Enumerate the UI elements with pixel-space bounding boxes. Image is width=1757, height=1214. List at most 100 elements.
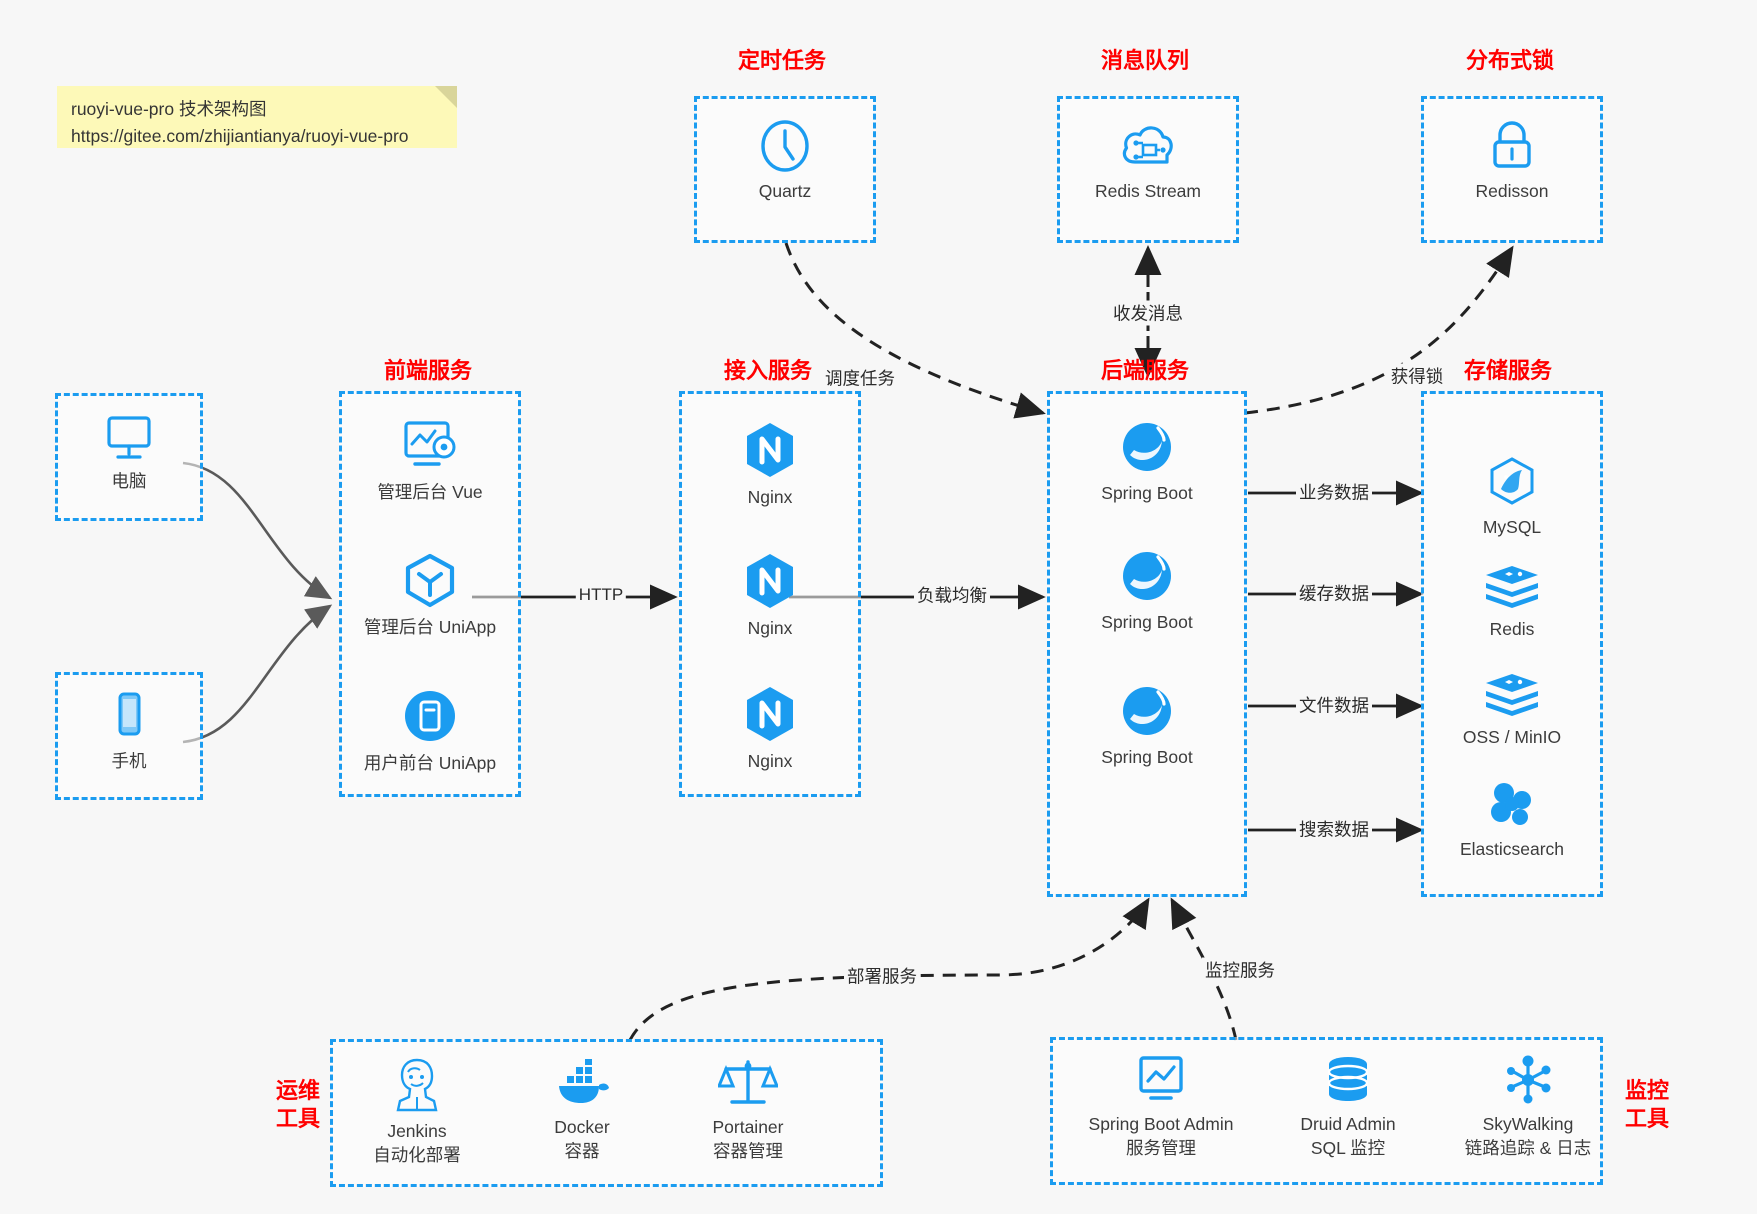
node-mobile[interactable]: 手机 — [54, 688, 204, 774]
edge-label-cache-data: 缓存数据 — [1296, 580, 1372, 606]
node-sublabel: 容器 — [564, 1140, 600, 1161]
node-label: Nginx — [747, 751, 793, 771]
node-label: SkyWalking — [1482, 1114, 1574, 1134]
spring-icon — [1123, 423, 1171, 471]
node-label: Elasticsearch — [1459, 839, 1565, 859]
node-spring-boot-3[interactable]: Spring Boot — [1072, 682, 1222, 770]
node-jenkins[interactable]: Jenkins 自动化部署 — [342, 1054, 492, 1167]
node-label: MySQL — [1482, 517, 1542, 537]
nginx-icon — [747, 554, 793, 608]
node-portainer[interactable]: Portainer 容器管理 — [673, 1056, 823, 1163]
jenkins-icon — [396, 1058, 438, 1112]
node-nginx-1[interactable]: Nginx — [695, 420, 845, 510]
edge-label-deploy: 部署服务 — [844, 963, 920, 989]
node-sublabel: 自动化部署 — [373, 1144, 461, 1165]
node-label: Redis — [1489, 619, 1535, 639]
node-label: OSS / MinIO — [1462, 727, 1562, 747]
docker-icon — [559, 1059, 609, 1103]
desktop-icon — [107, 416, 151, 459]
node-redis[interactable]: Redis — [1437, 562, 1587, 642]
group-title-devops-line1: 运维 — [275, 1078, 320, 1103]
node-docker[interactable]: Docker 容器 — [507, 1058, 657, 1163]
node-redis-stream[interactable]: Redis Stream — [1073, 118, 1223, 204]
group-title-scheduler: 定时任务 — [737, 48, 826, 73]
node-label: Nginx — [747, 487, 793, 507]
edge-label-get-lock: 获得锁 — [1387, 363, 1447, 389]
node-label: 手机 — [111, 751, 147, 771]
cloud-stream-icon — [1122, 126, 1173, 164]
node-label: Spring Boot Admin — [1088, 1114, 1234, 1134]
lock-icon — [1493, 121, 1531, 168]
node-label: Nginx — [747, 618, 793, 638]
node-label: Docker — [554, 1117, 610, 1137]
oss-icon — [1486, 674, 1538, 716]
node-skywalking[interactable]: SkyWalking 链路追踪 & 日志 — [1443, 1053, 1613, 1160]
group-box-devops — [330, 1039, 883, 1187]
node-spring-boot-2[interactable]: Spring Boot — [1072, 547, 1222, 635]
node-label: Spring Boot — [1101, 612, 1193, 632]
node-quartz[interactable]: Quartz — [710, 118, 860, 204]
edge-label-search-data: 搜索数据 — [1296, 816, 1372, 842]
group-box-lock — [1421, 96, 1603, 243]
group-title-devops-line2: 工具 — [275, 1105, 320, 1131]
node-label: 管理后台 Vue — [377, 482, 483, 502]
group-title-monitor: 监控 工具 — [1604, 1077, 1690, 1132]
node-sublabel: 链路追踪 & 日志 — [1464, 1137, 1592, 1158]
scales-icon — [718, 1060, 778, 1104]
node-label: Portainer — [712, 1117, 784, 1137]
node-label: 用户前台 UniApp — [363, 753, 497, 773]
node-label: Redis Stream — [1094, 181, 1201, 201]
node-label: Redisson — [1475, 181, 1549, 201]
node-nginx-2[interactable]: Nginx — [695, 551, 845, 641]
node-oss-minio[interactable]: OSS / MinIO — [1437, 670, 1587, 750]
group-title-mq: 消息队列 — [1100, 48, 1189, 73]
node-mysql[interactable]: MySQL — [1437, 456, 1587, 540]
group-title-frontend: 前端服务 — [383, 358, 472, 383]
group-title-devops: 运维 工具 — [258, 1077, 338, 1132]
group-title-gateway: 接入服务 — [723, 358, 812, 383]
node-elasticsearch[interactable]: Elasticsearch — [1437, 780, 1587, 862]
edge-label-loadbalance: 负载均衡 — [914, 582, 990, 608]
note-line-1: ruoyi-vue-pro 技术架构图 — [71, 99, 267, 119]
note-line-2: https://gitee.com/zhijiantianya/ruoyi-vu… — [71, 126, 409, 147]
group-box-storage — [1421, 391, 1603, 897]
group-title-lock: 分布式锁 — [1465, 48, 1554, 73]
group-box-client-mobile — [55, 672, 203, 800]
edge-label-biz-data: 业务数据 — [1296, 479, 1372, 505]
database-icon — [1327, 1057, 1369, 1101]
node-redisson[interactable]: Redisson — [1437, 118, 1587, 204]
node-spring-boot-admin[interactable]: Spring Boot Admin 服务管理 — [1063, 1053, 1259, 1160]
dashboard-vue-icon — [404, 421, 456, 466]
node-label: Jenkins — [387, 1121, 447, 1141]
app-circle-icon — [405, 691, 455, 741]
node-label: 电脑 — [111, 471, 147, 491]
edge-label-monitoring: 监控服务 — [1202, 957, 1278, 983]
group-box-backend — [1047, 391, 1247, 897]
diagram-note: ruoyi-vue-pro 技术架构图 https://gitee.com/zh… — [57, 86, 457, 148]
spring-icon — [1123, 552, 1171, 600]
group-title-backend: 后端服务 — [1100, 358, 1189, 383]
skywalking-icon — [1507, 1055, 1551, 1104]
monitor-chart-icon — [1139, 1056, 1183, 1100]
node-spring-boot-1[interactable]: Spring Boot — [1072, 418, 1222, 506]
edge-label-schedule: 调度任务 — [822, 365, 898, 391]
node-druid-admin[interactable]: Druid Admin SQL 监控 — [1273, 1053, 1423, 1160]
note-fold-icon — [435, 86, 457, 108]
group-title-monitor-line1: 监控 — [1624, 1078, 1669, 1103]
edge-label-http: HTTP — [575, 585, 627, 605]
node-label: 管理后台 UniApp — [363, 617, 497, 637]
node-nginx-3[interactable]: Nginx — [695, 684, 845, 774]
node-sublabel: 服务管理 — [1126, 1137, 1196, 1158]
nginx-icon — [747, 687, 793, 741]
mysql-icon — [1490, 457, 1534, 505]
cube-icon — [405, 553, 455, 608]
clock-icon — [761, 120, 809, 172]
node-label: Spring Boot — [1101, 483, 1193, 503]
elasticsearch-icon — [1491, 783, 1531, 825]
node-admin-uniapp[interactable]: 管理后台 UniApp — [355, 552, 505, 640]
redis-icon — [1486, 566, 1538, 608]
node-user-uniapp[interactable]: 用户前台 UniApp — [355, 688, 505, 776]
node-admin-vue[interactable]: 管理后台 Vue — [355, 417, 505, 505]
node-desktop[interactable]: 电脑 — [54, 412, 204, 494]
